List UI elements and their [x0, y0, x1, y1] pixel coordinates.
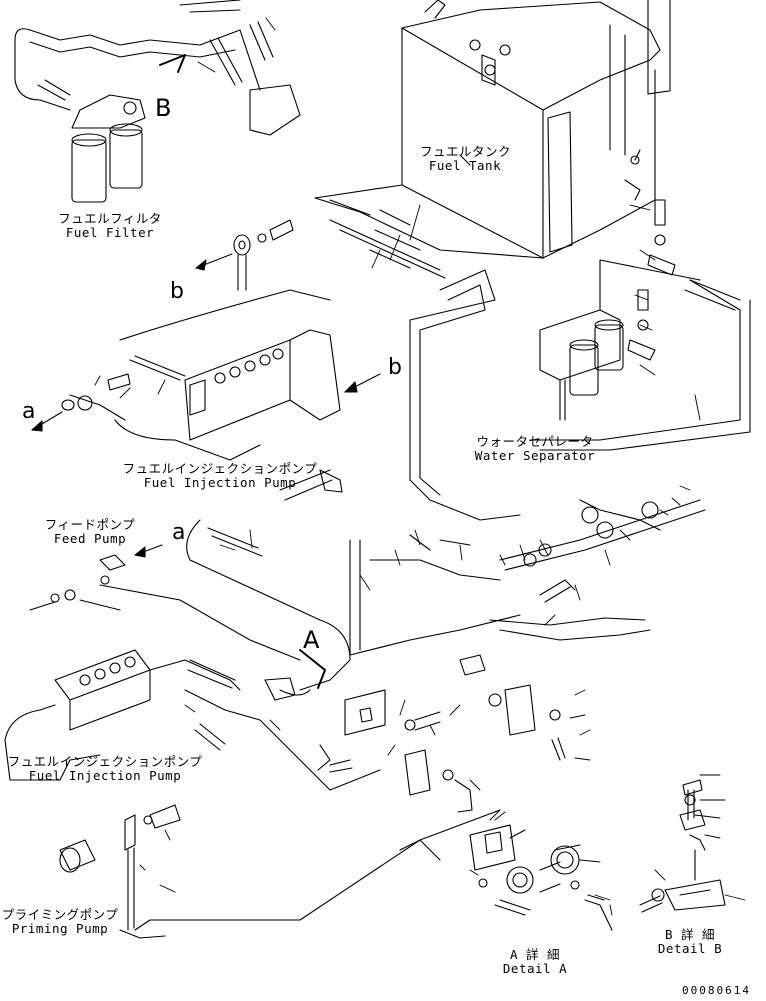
- priming-pump-drawing: [59, 804, 501, 939]
- clamps-and-bolts-drawing: [317, 579, 576, 813]
- ref-b-left: b: [170, 279, 184, 304]
- banjo-fitting-drawing: [195, 219, 294, 291]
- leader-lines: [94, 17, 746, 916]
- ref-a-feed: a: [172, 520, 186, 545]
- lower-injection-pump-label-en: Fuel Injection Pump: [28, 768, 182, 783]
- detail-b-label-ja: B 詳 細: [664, 927, 716, 942]
- feed-pump-label-en: Feed Pump: [53, 531, 127, 546]
- upper-injection-pump-label-en: Fuel Injection Pump: [143, 475, 297, 490]
- detail-b-label-en: Detail B: [657, 941, 723, 956]
- fuel-lines-drawing: [29, 199, 751, 691]
- detail-a-label-ja: A 詳 細: [509, 947, 561, 962]
- fuel-tank-drawing: [314, 0, 671, 259]
- priming-pump-label-ja: プライミングポンプ: [1, 907, 119, 922]
- ref-b-right: b: [388, 355, 402, 380]
- lower-injection-pump-label-ja: フュエルインジェクションポンプ: [7, 754, 203, 769]
- document-number: 00080614: [682, 984, 751, 997]
- detail-a-drawing: [469, 824, 613, 931]
- fuel-filter-label-en: Fuel Filter: [65, 225, 155, 240]
- upper-injection-pump-drawing: [31, 289, 381, 461]
- priming-pump-label: プライミングポンプ Priming Pump: [0, 908, 120, 936]
- fuel-tank-label: フュエルタンク Fuel Tank: [420, 144, 512, 173]
- priming-pump-label-en: Priming Pump: [11, 921, 109, 936]
- fuel-filter-drawing: [14, 0, 301, 203]
- ref-a-left: a: [22, 399, 36, 424]
- lower-injection-pump-label: フュエルインジェクションポンプ Fuel Injection Pump: [0, 755, 210, 783]
- water-separator-label: ウォータセパレータ Water Separator: [465, 435, 605, 463]
- fuel-filter-label: フュエルフィルタ Fuel Filter: [55, 212, 165, 240]
- water-separator-drawing: [539, 199, 701, 421]
- feed-pump-label: フィードポンプ Feed Pump: [40, 518, 140, 546]
- water-separator-label-ja: ウォータセパレータ: [476, 434, 594, 449]
- upper-injection-pump-label: フュエルインジェクションポンプ Fuel Injection Pump: [115, 462, 325, 490]
- fuel-filter-label-ja: フュエルフィルタ: [58, 211, 162, 226]
- detail-b-drawing: [639, 779, 726, 913]
- fuel-tank-label-ja: フュエルタンク: [420, 144, 512, 159]
- detail-b-label: B 詳 細 Detail B: [650, 928, 730, 956]
- detail-a-label: A 詳 細 Detail A: [495, 948, 575, 976]
- water-separator-label-en: Water Separator: [474, 448, 596, 463]
- ref-A-view: A: [303, 626, 320, 654]
- detail-a-label-en: Detail A: [502, 961, 568, 976]
- feed-pump-label-ja: フィードポンプ: [44, 517, 136, 532]
- fuel-tank-label-en: Fuel Tank: [428, 158, 502, 173]
- ref-B-view: B: [155, 94, 172, 122]
- upper-injection-pump-label-ja: フュエルインジェクションポンプ: [122, 461, 318, 476]
- lower-injection-pump-drawing: [4, 649, 381, 791]
